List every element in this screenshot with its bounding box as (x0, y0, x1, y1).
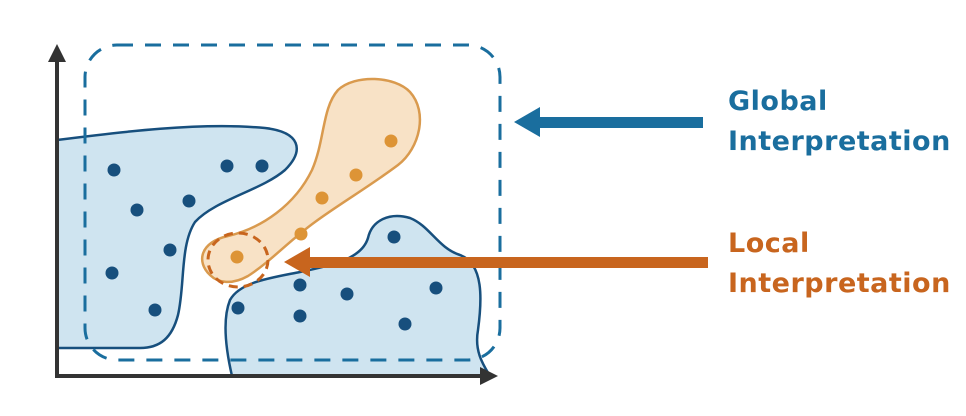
blue-point (163, 243, 177, 257)
local-arrow (284, 247, 708, 277)
orange-point (294, 227, 308, 241)
blue-point (340, 287, 354, 301)
global-arrow (514, 107, 703, 137)
local-label-line2: Interpretation (728, 268, 951, 299)
blue-point (293, 278, 307, 292)
orange-point (349, 168, 363, 182)
blue-point (293, 309, 307, 323)
axes (48, 44, 498, 385)
global-scope-box (83, 43, 502, 362)
blue-class-region-right (224, 214, 493, 378)
local-scope-circle (206, 231, 270, 289)
local-interpretation-label: Local Interpretation (728, 224, 951, 304)
blue-points (105, 159, 443, 331)
global-interpretation-label: Global Interpretation (728, 82, 951, 162)
blue-point (182, 194, 196, 208)
blue-point (231, 301, 245, 315)
global-label-line1: Global (728, 86, 828, 117)
blue-point (148, 303, 162, 317)
orange-point (315, 191, 329, 205)
x-axis-arrowhead (480, 367, 498, 385)
blue-point (220, 159, 234, 173)
blue-point (387, 230, 401, 244)
blue-point (429, 281, 443, 295)
y-axis-arrowhead (48, 44, 66, 62)
local-label-line1: Local (728, 228, 810, 259)
blue-point (130, 203, 144, 217)
orange-point (384, 134, 398, 148)
blue-point (107, 163, 121, 177)
blue-point (255, 159, 269, 173)
blue-point (398, 317, 412, 331)
blue-point (105, 266, 119, 280)
blue-class-region-left (55, 124, 298, 350)
orange-points (230, 134, 398, 264)
orange-point (230, 250, 244, 264)
orange-class-region (200, 77, 422, 284)
global-label-line2: Interpretation (728, 126, 951, 157)
